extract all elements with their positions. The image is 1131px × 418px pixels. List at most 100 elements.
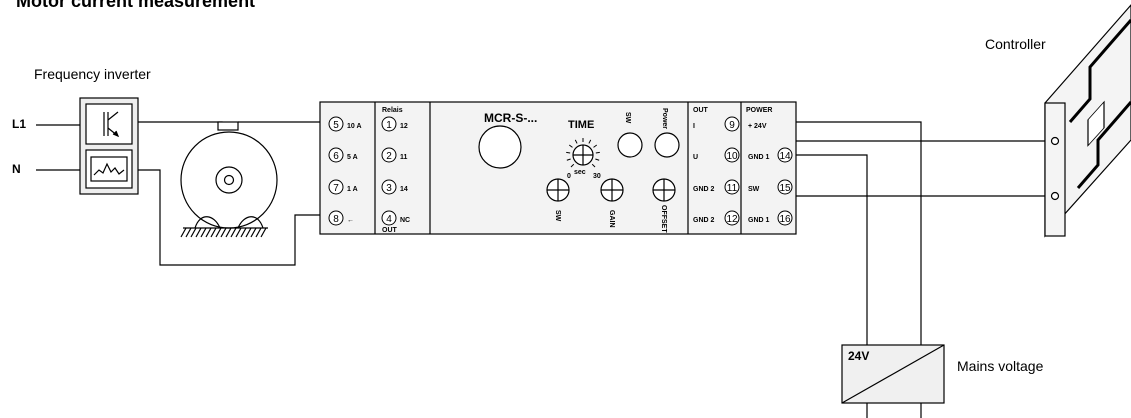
hatch-mark: [195, 227, 202, 238]
waveform-icon: [93, 162, 125, 176]
diagram-title: Motor current measurement: [16, 0, 256, 11]
time-label: TIME: [568, 119, 594, 131]
hatch-mark: [240, 227, 247, 238]
hatch-mark: [260, 227, 267, 238]
igbt-symbol-box: [85, 103, 133, 145]
wire-inverter-return: [138, 169, 328, 266]
time-potentiometer[interactable]: [566, 138, 600, 168]
controller-front-rail: [1044, 102, 1066, 237]
controller-circuit-trace: [1068, 19, 1131, 123]
module-name: MCR-S-...: [484, 111, 537, 125]
hatch-mark: [185, 227, 192, 238]
controller-terminal-1[interactable]: [1050, 136, 1060, 146]
controller-chip: [1087, 100, 1105, 147]
terminal-label: NC: [400, 217, 410, 224]
controller-terminal-2[interactable]: [1050, 191, 1060, 201]
sw-bottom-potentiometer[interactable]: [546, 178, 570, 202]
terminal-screw[interactable]: [381, 116, 397, 132]
psu-diagonal: [841, 344, 945, 404]
motor-shaft-ring: [215, 166, 243, 194]
wire-inverter-to-motor: [138, 121, 223, 128]
power-supply: [841, 344, 945, 404]
time-scale-min: 0: [567, 173, 571, 180]
motor-housing: [180, 131, 278, 229]
terminal-screw[interactable]: [724, 210, 740, 226]
wire-24v-to-psu: [793, 121, 922, 345]
time-scale-max: 30: [593, 173, 601, 180]
terminal-screw[interactable]: [381, 210, 397, 226]
relay-header: Relais: [382, 107, 403, 114]
terminal-number: 5: [333, 120, 339, 131]
terminal-number: 9: [729, 120, 735, 131]
power-label: Power: [661, 108, 668, 129]
frequency-inverter: [79, 97, 139, 195]
terminal-label: I: [693, 123, 695, 130]
power-header: POWER: [746, 107, 772, 114]
terminal-row: + 24V: [748, 123, 767, 130]
time-scale-tick: [570, 163, 575, 168]
terminal-number: 1: [386, 120, 392, 131]
motor-base-hatching: [180, 227, 267, 238]
psu-labels: 24V: [848, 349, 869, 363]
gain-potentiometer[interactable]: [600, 178, 624, 202]
terminal-label: GND 1: [748, 217, 770, 224]
terminal-row: 8←: [328, 210, 354, 226]
mcr-module: [319, 101, 797, 235]
terminal-label: + 24V: [748, 123, 767, 130]
terminal-screw[interactable]: [724, 116, 740, 132]
terminal-label: GND 2: [693, 217, 715, 224]
terminal-screw[interactable]: [328, 210, 344, 226]
terminal-label: SW: [748, 186, 760, 193]
hatch-mark: [210, 227, 217, 238]
hatch-mark: [235, 227, 242, 238]
output-header: OUT: [693, 107, 709, 114]
terminal-number: 4: [386, 214, 392, 225]
terminal-row: 10U: [693, 147, 740, 163]
terminal-screw[interactable]: [328, 147, 344, 163]
terminal-label: 11: [400, 154, 408, 161]
time-scale-tick: [566, 151, 571, 154]
motor-shaft: [223, 174, 235, 186]
hatch-mark: [255, 227, 262, 238]
terminal-screw[interactable]: [724, 147, 740, 163]
terminal-screw[interactable]: [777, 210, 793, 226]
terminal-number: 6: [333, 151, 339, 162]
terminal-number: 8: [333, 214, 339, 225]
hatch-mark: [205, 227, 212, 238]
hatch-mark: [220, 227, 227, 238]
motor: [180, 121, 278, 238]
mains-voltage-label: Mains voltage: [957, 358, 1044, 374]
time-scale-tick: [595, 151, 600, 154]
terminal-label: 10 A: [347, 123, 362, 130]
terminal-label: 14: [400, 186, 408, 193]
sw-bottom-label: SW: [554, 210, 561, 222]
terminal-screw[interactable]: [724, 179, 740, 195]
offset-potentiometer[interactable]: [652, 178, 676, 202]
time-scale-tick: [593, 144, 598, 148]
terminal-screw[interactable]: [777, 147, 793, 163]
wire-gnd1-to-psu: [793, 154, 868, 345]
motor-foot: [194, 216, 264, 229]
terminal-number: 11: [727, 183, 738, 194]
module-housing: [319, 101, 797, 235]
terminal-screw[interactable]: [777, 179, 793, 195]
time-scale-tick: [566, 158, 571, 161]
terminal-screw[interactable]: [381, 179, 397, 195]
hatch-mark: [230, 227, 237, 238]
terminal-screw[interactable]: [328, 179, 344, 195]
module-labels: MCR-S-... TIME 0 sec 30 SW Power SW GAIN…: [484, 108, 668, 233]
hatch-mark: [200, 227, 207, 238]
terminal-screw[interactable]: [381, 147, 397, 163]
terminal-screw[interactable]: [328, 116, 344, 132]
